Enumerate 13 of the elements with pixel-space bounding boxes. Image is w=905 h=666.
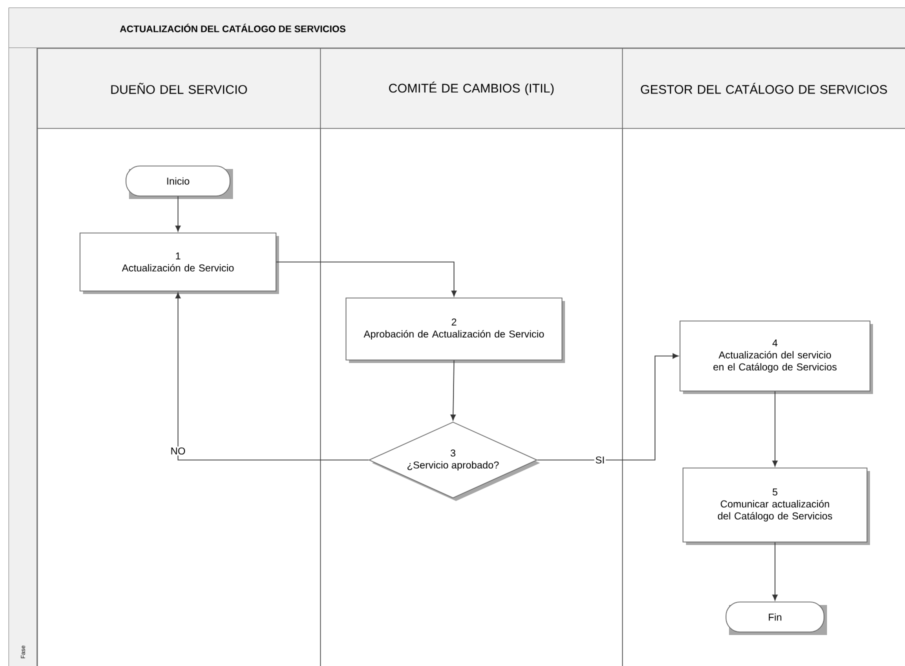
- arrow: [175, 196, 181, 232]
- edge-label: NO: [170, 446, 186, 456]
- arrow: [772, 542, 778, 601]
- edge-label: SI: [594, 455, 606, 465]
- arrow: [537, 353, 679, 460]
- arrow: [276, 262, 457, 297]
- process-box: 5 Comunicar actualización del Catálogo de Servicios: [682, 468, 870, 545]
- arrow: [175, 292, 369, 460]
- process-box: 1 Actualización de Servicio: [80, 232, 279, 294]
- process-box: 2 Aprobación de Actualización de Servicio: [346, 298, 565, 363]
- arrow: [450, 360, 456, 421]
- process-box: 4 Actualización del servicio en el Catálogo de Servicios: [680, 320, 873, 394]
- arrow: [772, 391, 778, 467]
